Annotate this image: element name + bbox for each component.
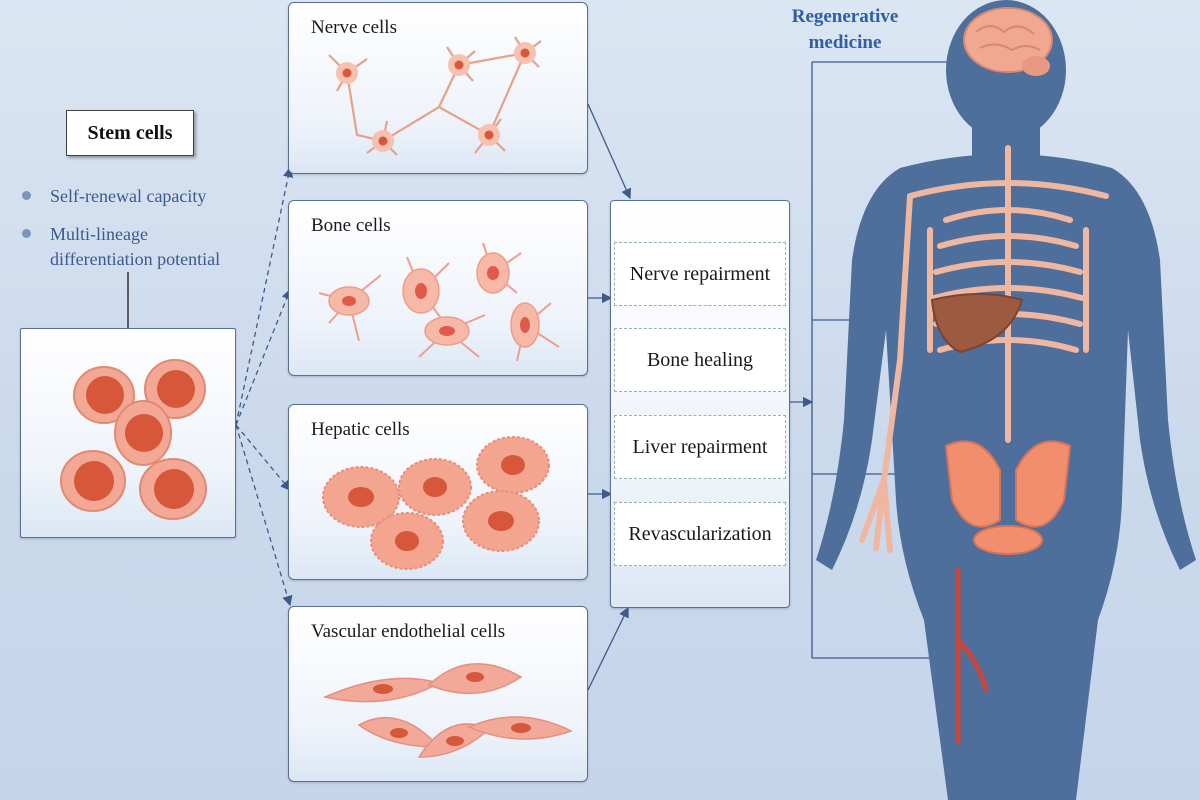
pelvis-icon bbox=[944, 440, 1072, 555]
bone-healing-box: Bone healing bbox=[614, 328, 786, 392]
vascular-cells-panel: Vascular endothelial cells bbox=[288, 606, 588, 782]
heading-line-2: medicine bbox=[808, 32, 882, 53]
application-arrows bbox=[587, 103, 814, 691]
hepatic-cells-panel: Hepatic cells bbox=[288, 404, 588, 580]
nerve-repairment-box: Nerve repairment bbox=[614, 242, 786, 306]
hepatic-cells-label: Hepatic cells bbox=[311, 419, 410, 440]
vascular-cells-illustration bbox=[322, 663, 573, 758]
nerve-cells-illustration bbox=[328, 36, 542, 156]
property-self-renewal: Self-renewal capacity bbox=[50, 186, 207, 206]
stem-cells-illustration bbox=[60, 359, 207, 520]
nerve-cells-panel: Nerve cells bbox=[288, 2, 588, 174]
bone-cells-label: Bone cells bbox=[311, 215, 391, 236]
stem-cells-title: Stem cells bbox=[66, 110, 194, 156]
nerve-cells-label: Nerve cells bbox=[311, 17, 397, 38]
bullet-icon bbox=[22, 229, 31, 238]
bullet-icon bbox=[22, 191, 31, 200]
differentiation-arrows bbox=[235, 166, 294, 607]
regenerative-medicine-heading: Regenerative medicine bbox=[770, 4, 920, 56]
liver-icon bbox=[930, 293, 1024, 354]
property-differentiation: differentiation potential bbox=[50, 249, 221, 269]
hepatic-cells-illustration bbox=[322, 436, 550, 570]
brain-icon bbox=[963, 7, 1053, 76]
stem-cells-panel bbox=[20, 328, 236, 538]
bone-cells-panel: Bone cells bbox=[288, 200, 588, 376]
heading-line-1: Regenerative bbox=[791, 6, 899, 27]
bone-cells-illustration bbox=[318, 242, 560, 362]
vascular-cells-label: Vascular endothelial cells bbox=[311, 621, 506, 642]
blood-vessel-icon bbox=[955, 567, 989, 745]
property-multi-lineage: Multi-lineage bbox=[50, 224, 148, 244]
liver-repairment-box: Liver repairment bbox=[614, 415, 786, 479]
revascularization-box: Revascularization bbox=[614, 502, 786, 566]
